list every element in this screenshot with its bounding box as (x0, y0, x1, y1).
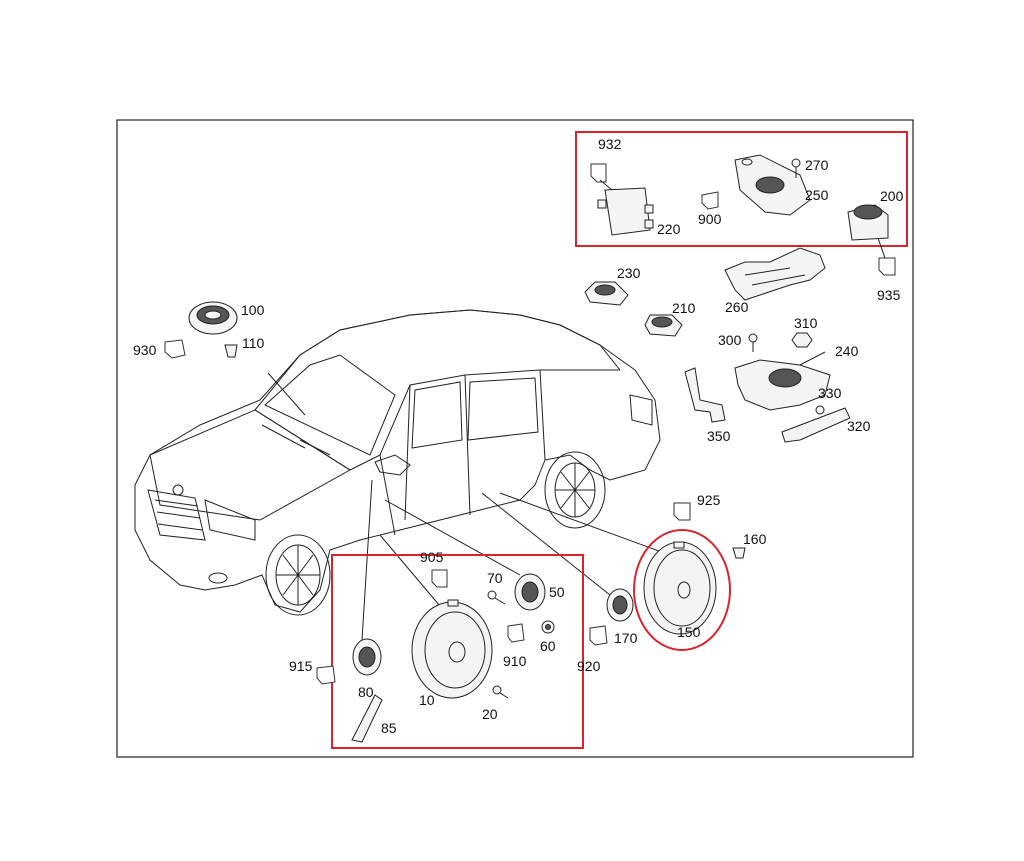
label-100: 100 (241, 302, 265, 318)
label-925: 925 (697, 492, 721, 508)
label-240: 240 (835, 343, 859, 359)
connector-tag-900 (701, 191, 719, 210)
label-160: 160 (743, 531, 767, 547)
label-110: 110 (242, 335, 265, 351)
clip-160 (732, 547, 746, 559)
diagram-frame (116, 119, 914, 758)
speaker-100 (188, 301, 238, 335)
bracket-320 (781, 407, 851, 443)
connector-tag-935 (878, 257, 896, 276)
tweeter-50 (514, 573, 546, 611)
connector-tag-915 (316, 665, 336, 685)
connector-tag-930 (164, 339, 186, 359)
bracket-350 (684, 367, 726, 423)
label-20: 20 (482, 706, 498, 722)
label-900: 900 (698, 211, 722, 227)
label-320: 320 (847, 418, 871, 434)
subwoofer-240 (734, 351, 831, 411)
screw-20 (492, 685, 509, 699)
label-915: 915 (289, 658, 313, 674)
label-350: 350 (707, 428, 731, 444)
tweeter-170 (606, 588, 634, 622)
label-50: 50 (549, 584, 565, 600)
label-930: 930 (133, 342, 157, 358)
label-10: 10 (419, 692, 435, 708)
part-labels: 932 270 200 250 900 220 230 210 260 935 … (133, 136, 904, 736)
bracket-260 (724, 247, 826, 301)
speaker-200 (847, 204, 889, 241)
nut-60 (541, 620, 555, 634)
label-200: 200 (880, 188, 904, 204)
label-910: 910 (503, 653, 527, 669)
label-935: 935 (877, 287, 901, 303)
screw-270 (791, 158, 801, 178)
label-80: 80 (358, 684, 374, 700)
label-905: 905 (420, 549, 444, 565)
car-outline (134, 309, 661, 616)
highlight-box-bottom (331, 554, 584, 749)
speaker-150 (643, 541, 717, 635)
connector-tag-910 (507, 623, 525, 643)
label-270: 270 (805, 157, 829, 173)
label-230: 230 (617, 265, 641, 281)
clip-110 (224, 344, 238, 358)
label-250: 250 (805, 187, 829, 203)
label-170: 170 (614, 630, 638, 646)
connector-tag-932 (590, 163, 607, 183)
connector-tag-920 (589, 625, 608, 646)
connector-tag-905 (431, 569, 448, 588)
label-70: 70 (487, 570, 503, 586)
control-unit-220 (597, 187, 654, 236)
label-920: 920 (577, 658, 601, 674)
amplifier-250 (734, 154, 811, 216)
speaker-10 (411, 599, 493, 699)
tweeter-80 (352, 638, 382, 676)
speaker-230 (584, 281, 629, 306)
nut-310 (791, 332, 813, 348)
label-932: 932 (598, 136, 622, 152)
washer-330 (815, 405, 825, 415)
highlight-oval-150 (633, 529, 731, 651)
screw-70 (487, 590, 506, 605)
label-260: 260 (725, 299, 749, 315)
label-330: 330 (818, 385, 842, 401)
screw-300 (748, 333, 758, 352)
label-60: 60 (540, 638, 556, 654)
label-210: 210 (672, 300, 696, 316)
label-310: 310 (794, 315, 818, 331)
speaker-210 (644, 314, 683, 337)
label-150: 150 (677, 624, 701, 640)
leader-lines (267, 372, 671, 641)
highlight-box-top (575, 131, 908, 247)
connector-tag-925 (673, 502, 691, 521)
label-220: 220 (657, 221, 681, 237)
label-85: 85 (381, 720, 397, 736)
label-300: 300 (718, 332, 742, 348)
trim-85 (351, 694, 383, 743)
